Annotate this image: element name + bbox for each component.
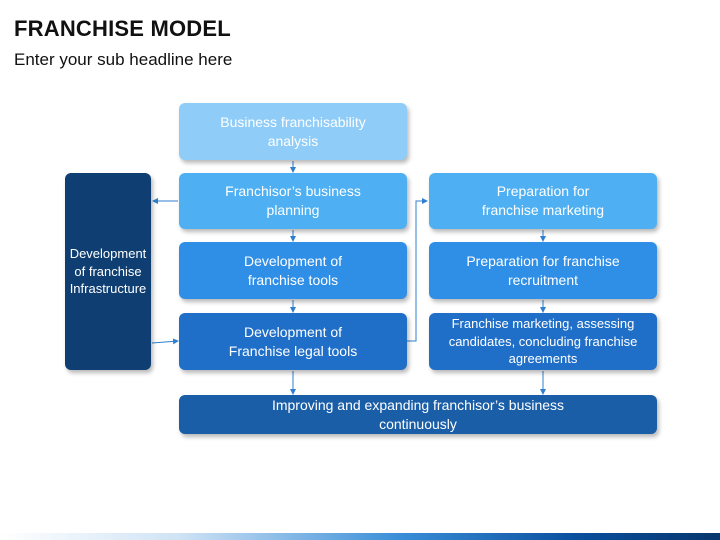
page-title: FRANCHISE MODEL xyxy=(14,16,231,41)
bottom-accent-bar xyxy=(0,533,720,540)
box-development-franchise-infrastructure: Development of franchise Infrastructure xyxy=(65,173,151,370)
box-franchise-marketing-assessing: Franchise marketing, assessing candidate… xyxy=(429,313,657,370)
page-subtitle: Enter your sub headline here xyxy=(14,50,233,69)
arrow-legal-to-marketing xyxy=(407,198,428,342)
box-preparation-franchise-recruitment: Preparation for franchise recruitment xyxy=(429,242,657,299)
arrow-infrastructure-to-legal xyxy=(151,338,179,345)
box-improving-expanding-business: Improving and expanding franchisor’s bus… xyxy=(179,395,657,434)
box-franchisor-business-planning: Franchisor’s business planning xyxy=(179,173,407,229)
box-development-franchise-legal-tools: Development of Franchise legal tools xyxy=(179,313,407,370)
box-preparation-franchise-marketing: Preparation for franchise marketing xyxy=(429,173,657,229)
box-business-franchisability-analysis: Business franchisability analysis xyxy=(179,103,407,160)
box-development-franchise-tools: Development of franchise tools xyxy=(179,242,407,299)
